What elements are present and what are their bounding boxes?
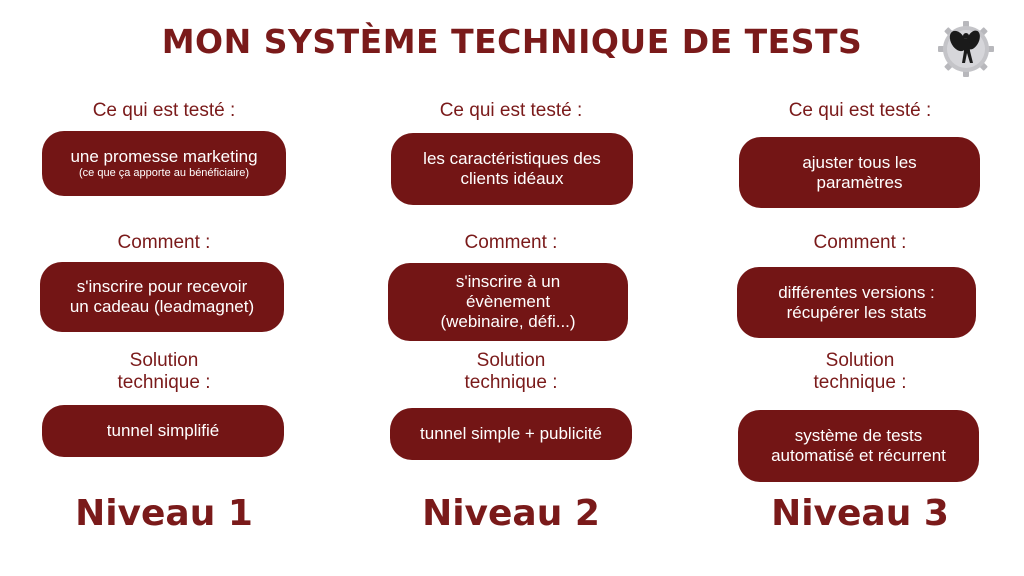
column-level-3: Ce qui est testé : ajuster tous les para… (710, 0, 1010, 576)
solution-text: tunnel simple + publicité (420, 424, 602, 443)
solution-text: tunnel simplifié (106, 421, 220, 440)
how-box: s'inscrire à un évènement (webinaire, dé… (388, 263, 628, 341)
level-title: Niveau 1 (75, 493, 253, 534)
solution-label-line: Solution (476, 350, 546, 371)
solution-label-line: Solution (825, 350, 895, 371)
level-title: Niveau 2 (422, 493, 600, 534)
page-title: MON SYSTÈME TECHNIQUE DE TESTS (161, 22, 863, 61)
how-text-line: s'inscrire à un (455, 272, 561, 291)
tested-note: (ce que ça apporte au bénéficiaire) (79, 167, 249, 179)
level-title: Niveau 3 (771, 493, 949, 534)
how-text-line: (webinaire, défi...) (440, 312, 576, 331)
tested-box: une promesse marketing (ce que ça apport… (42, 131, 286, 196)
column-level-1: Ce qui est testé : une promesse marketin… (14, 0, 314, 576)
solution-label-line: technique : (813, 372, 907, 393)
solution-label: Solution technique : (361, 350, 661, 394)
how-text-line: différentes versions : (778, 282, 935, 302)
tested-text-line: les caractéristiques des (423, 149, 601, 168)
solution-text-line: système de tests (794, 426, 923, 445)
tested-label: Ce qui est testé : (788, 100, 932, 121)
tested-text: une promesse marketing (70, 147, 258, 166)
tested-label: Ce qui est testé : (439, 100, 583, 121)
tested-text-line: paramètres (816, 172, 903, 192)
how-label: Comment : (464, 232, 558, 253)
solution-box: tunnel simple + publicité (390, 408, 632, 460)
tested-text-line: clients idéaux (460, 169, 564, 188)
column-level-2: Ce qui est testé : les caractéristiques … (361, 0, 661, 576)
solution-label: Solution technique : (710, 350, 1010, 394)
how-text-line: récupérer les stats (786, 302, 927, 322)
solution-box: système de tests automatisé et récurrent (738, 410, 979, 482)
fairy-gear-icon (938, 21, 994, 77)
solution-box: tunnel simplifié (42, 405, 284, 457)
tested-label: Ce qui est testé : (92, 100, 236, 121)
solution-label-line: technique : (464, 372, 558, 393)
how-text-line: évènement (465, 292, 551, 311)
tested-box: les caractéristiques des clients idéaux (391, 133, 633, 205)
solution-label-line: technique : (117, 372, 211, 393)
how-label: Comment : (117, 232, 211, 253)
tested-text-line: ajuster tous les (802, 152, 917, 172)
how-text-line: un cadeau (leadmagnet) (69, 297, 255, 316)
how-box: différentes versions : récupérer les sta… (737, 267, 976, 338)
tested-box: ajuster tous les paramètres (739, 137, 980, 208)
how-text-line: s'inscrire pour recevoir (76, 277, 248, 296)
solution-label: Solution technique : (14, 350, 314, 394)
solution-label-line: Solution (129, 350, 199, 371)
how-box: s'inscrire pour recevoir un cadeau (lead… (40, 262, 284, 332)
solution-text-line: automatisé et récurrent (771, 446, 946, 465)
how-label: Comment : (813, 232, 907, 253)
